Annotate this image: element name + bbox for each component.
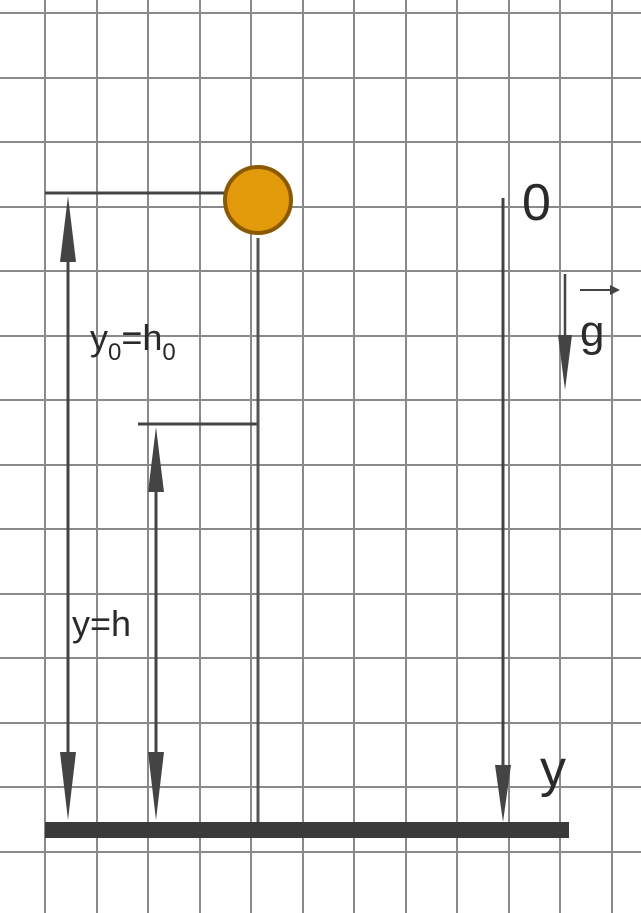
gravity-label: g xyxy=(580,307,604,356)
y-axis-label: y xyxy=(540,740,566,798)
initial-height-label: y0=h0 xyxy=(90,317,176,366)
ball xyxy=(223,165,293,235)
gravity-vector-bar xyxy=(580,285,620,295)
current-height-arrow xyxy=(148,427,164,820)
initial-height-arrow xyxy=(60,196,76,820)
y-axis-arrow xyxy=(495,198,511,822)
origin-label: 0 xyxy=(522,174,551,232)
gravity-arrow xyxy=(558,274,572,390)
ground-surface xyxy=(45,822,569,838)
current-height-label: y=h xyxy=(72,603,131,644)
